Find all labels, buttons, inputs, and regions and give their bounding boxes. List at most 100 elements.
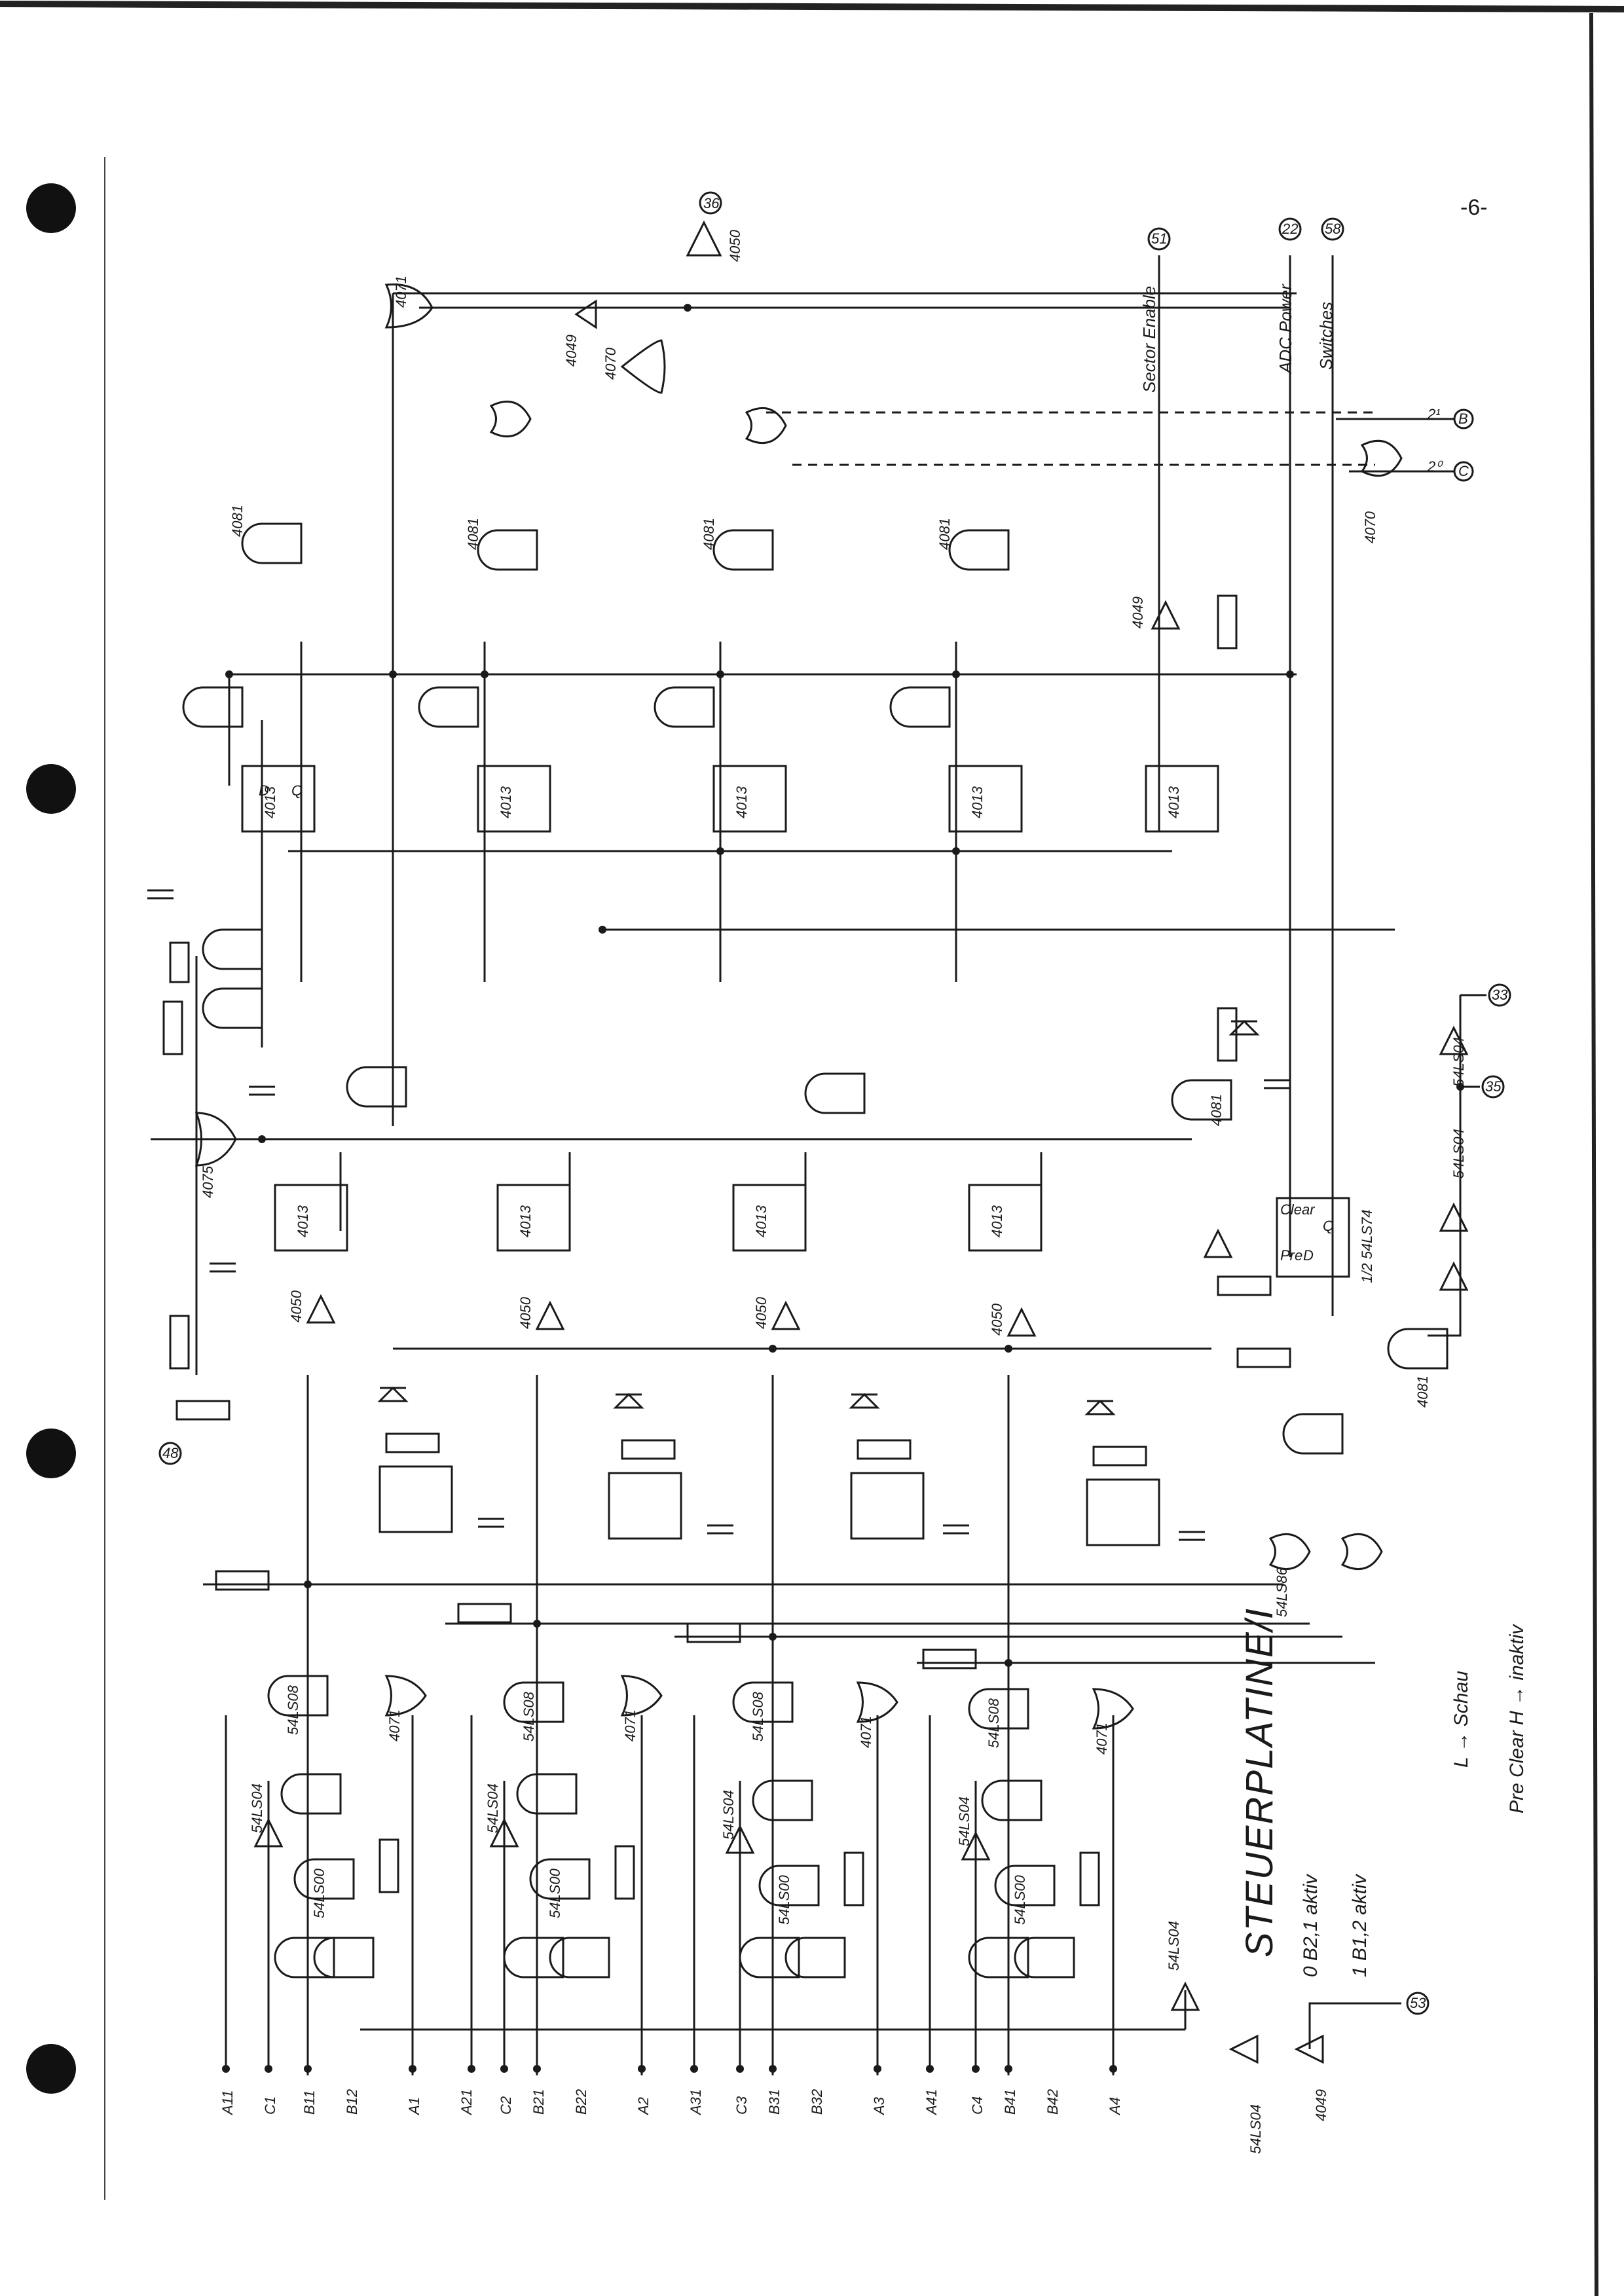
and-gate-symbol: [313, 1937, 375, 1978]
and-gate-symbol: [182, 686, 244, 728]
or-gate-symbol: [194, 1112, 237, 1167]
resistor: [169, 1315, 190, 1370]
connector-c: C: [1458, 463, 1469, 479]
resistor: [169, 941, 190, 983]
resistor: [1079, 1851, 1100, 1906]
ic-label-4075: 4075: [200, 1166, 216, 1198]
ic-label-inv-in-1: 54LS04: [249, 1783, 265, 1833]
connector-circle: [1453, 461, 1474, 482]
connector-circle: [1488, 983, 1511, 1007]
ic-label-and-clear: 4081: [1208, 1094, 1225, 1126]
inverter-symbol: [574, 299, 597, 329]
ic-label-nand-ttl-3: 54LS00: [776, 1875, 792, 1925]
flipflop-box: [1086, 1478, 1160, 1546]
ic-label-buffer: 4050: [727, 230, 743, 262]
punch-hole: [26, 183, 76, 233]
and-gate-symbol: [889, 686, 951, 728]
ic-label-buffer-2: 4050: [517, 1297, 534, 1329]
resistor: [857, 1439, 912, 1460]
ic-label-ff-5: 4013: [1166, 786, 1182, 818]
ic-label-buffer-3: 4050: [753, 1297, 769, 1329]
ic-label-and-4: 4081: [936, 518, 953, 550]
ic-label-or-in-2: 4071: [622, 1709, 638, 1741]
xor-gate-symbol: [745, 407, 787, 445]
ic-label-ff-3: 4013: [733, 786, 750, 818]
and-gate-symbol: [752, 1779, 813, 1821]
and-gate-symbol: [948, 529, 1010, 571]
wiring: [151, 255, 1486, 2075]
mux-one-note: 1 B1,2 aktiv: [1349, 1874, 1371, 1977]
buffer-symbol: [1151, 600, 1181, 630]
and-gate-symbol: [529, 1858, 591, 1900]
resistor: [1092, 1446, 1147, 1467]
connector-circle: [1278, 217, 1302, 241]
diode-symbol: [377, 1386, 409, 1402]
input-a41: A41: [923, 2088, 940, 2115]
flipflop-box: [1276, 1197, 1350, 1278]
ic-label-and-2: 4081: [465, 518, 481, 550]
pin-d: D: [259, 782, 269, 799]
ic-label-buffer-4: 4050: [989, 1303, 1005, 1336]
bit-label-b0: 2⁰: [1428, 458, 1442, 475]
diode-symbol: [849, 1393, 880, 1409]
resistor: [385, 1432, 440, 1453]
flipflop-box: [241, 765, 316, 833]
buffer-symbol: [535, 1300, 565, 1330]
and-gate-symbol: [732, 1681, 794, 1723]
buffer-symbol: [306, 1294, 336, 1324]
and-gate-symbol: [654, 686, 715, 728]
and-gate-symbol: [477, 529, 538, 571]
flipflop-box: [608, 1472, 682, 1540]
inverter-symbol: [489, 1817, 519, 1848]
ic-label-and-ttl-1: 54LS08: [285, 1685, 301, 1735]
and-gate-symbol: [267, 1675, 329, 1717]
flipflop-box: [378, 1465, 453, 1533]
inverter-symbol: [725, 1824, 755, 1854]
input-a31: A31: [688, 2088, 704, 2115]
connector-48: 48: [162, 1445, 179, 1461]
resistor: [378, 1838, 399, 1893]
xor-gate-symbol: [1268, 1533, 1311, 1571]
ic-label-xor-right: 4070: [1362, 511, 1378, 543]
input-c2: C2: [498, 2096, 514, 2115]
ic-label-xor-ttl: 54LS86: [1274, 1567, 1290, 1617]
resistor: [175, 1400, 231, 1421]
and-gate-symbol: [1014, 1937, 1075, 1978]
resistor: [162, 1000, 183, 1055]
resistor: [843, 1851, 864, 1906]
connector-circle: [699, 191, 722, 215]
ic-label-nand-ttl-1: 54LS00: [311, 1868, 327, 1918]
resistor: [1217, 594, 1238, 649]
ic-label-inv-in-4: 54LS04: [956, 1796, 972, 1846]
and-gate-symbol: [1171, 1079, 1232, 1121]
and-gate-symbol: [1282, 1413, 1344, 1455]
input-c1: C1: [262, 2096, 278, 2115]
and-gate-symbol: [712, 529, 774, 571]
connector-circle: [1321, 217, 1344, 241]
ic-label-ff-mid-2: 4013: [517, 1205, 534, 1237]
inverter-symbol: [1228, 2034, 1259, 2064]
bit-label-b1: 2¹: [1428, 406, 1441, 422]
and-gate-symbol: [241, 522, 303, 564]
diode-symbol: [613, 1393, 644, 1409]
diode-symbol: [1084, 1399, 1116, 1415]
and-gate-symbol: [202, 928, 263, 970]
and-gate-symbol: [418, 686, 479, 728]
ic-label-or-in-1: 4071: [386, 1709, 403, 1741]
or-gate-symbol: [1092, 1688, 1134, 1730]
mux-zero-note: 0 B2,1 aktiv: [1300, 1874, 1321, 1977]
pin-d-ttl: D: [1303, 1247, 1314, 1264]
pin-q-ttl: Q: [1323, 1218, 1335, 1234]
xor-gate-symbol: [1340, 1533, 1383, 1571]
xor-gate-symbol: [489, 400, 532, 438]
or-gate-symbol: [384, 283, 434, 329]
and-gate-symbol: [994, 1865, 1056, 1906]
input-b11: B11: [301, 2090, 318, 2115]
and-gate-symbol: [784, 1937, 846, 1978]
capacitor-symbol: [1179, 1531, 1205, 1541]
diagram-title: STEUERPLATINE/I: [1238, 1607, 1281, 1958]
flipflop-box: [496, 1184, 571, 1252]
inverter-symbol: [1294, 2034, 1324, 2064]
resistor: [621, 1439, 676, 1460]
